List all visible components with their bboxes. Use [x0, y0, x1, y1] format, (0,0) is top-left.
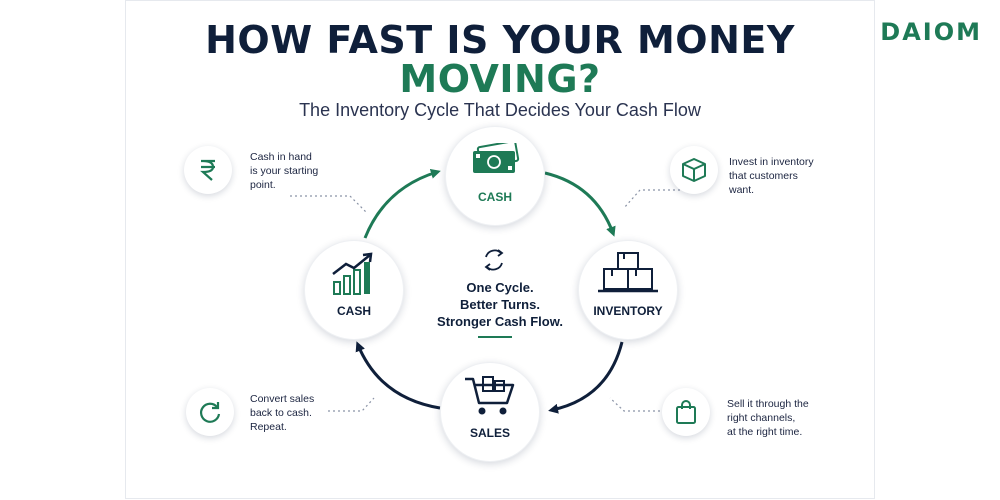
node-label-cash-left: CASH: [336, 304, 371, 318]
node-label-inventory: INVENTORY: [593, 304, 663, 318]
shopping-bag-icon: [676, 400, 696, 424]
note-icon-bottom-left: [186, 388, 234, 436]
note-text: at the right time.: [727, 426, 803, 438]
note-icon-bottom-right: [662, 388, 710, 436]
refresh-icon: [199, 402, 221, 423]
growth-chart-icon: [332, 252, 373, 296]
note-text: point.: [250, 179, 276, 191]
note-text: is your starting: [250, 165, 319, 177]
note-text: Convert sales: [250, 393, 315, 405]
note-text: Sell it through the: [727, 398, 809, 410]
cycle-node-cash-top: CASH: [445, 126, 545, 226]
note-top-left: Cash in hand is your starting point.: [250, 150, 360, 192]
page-subtitle: The Inventory Cycle That Decides Your Ca…: [299, 100, 701, 120]
node-label-cash-top: CASH: [477, 190, 512, 204]
cycle-node-cash-left: CASH: [304, 240, 404, 340]
shopping-cart-icon: [465, 376, 515, 415]
note-text: want.: [729, 184, 755, 196]
note-icon-top-right: [670, 146, 718, 194]
note-bottom-right: Sell it through the right channels, at t…: [727, 397, 837, 439]
note-bottom-left: Convert sales back to cash. Repeat.: [250, 392, 360, 434]
note-top-right: Invest in inventory that customers want.: [729, 155, 839, 197]
note-text: Cash in hand: [250, 151, 312, 163]
note-icon-top-left: [184, 146, 232, 194]
cycle-node-inventory: INVENTORY: [578, 240, 678, 340]
rupee-icon: [200, 159, 215, 181]
note-text: Repeat.: [250, 421, 287, 433]
center-line-3: Stronger Cash Flow.: [437, 314, 563, 329]
note-text: Invest in inventory: [729, 156, 814, 168]
center-line-2: Better Turns.: [460, 297, 540, 312]
note-text: that customers: [729, 170, 798, 182]
note-text: right channels,: [727, 412, 796, 424]
cycle-arrows-icon: [484, 249, 504, 271]
boxes-icon: [598, 252, 658, 293]
center-divider: [478, 336, 512, 338]
brand-logo: DAIOM: [880, 18, 982, 46]
note-text: back to cash.: [250, 407, 312, 419]
center-line-1: One Cycle.: [466, 280, 534, 295]
box-icon: [682, 158, 706, 182]
center-tagline: One Cycle. Better Turns. Stronger Cash F…: [420, 279, 580, 330]
money-stack-icon: [473, 143, 520, 174]
page-title-line2: MOVING?: [399, 57, 601, 101]
cycle-node-sales: SALES: [440, 362, 540, 462]
page-title-line1: HOW FAST IS YOUR MONEY: [205, 18, 795, 62]
node-label-sales: SALES: [469, 426, 510, 440]
